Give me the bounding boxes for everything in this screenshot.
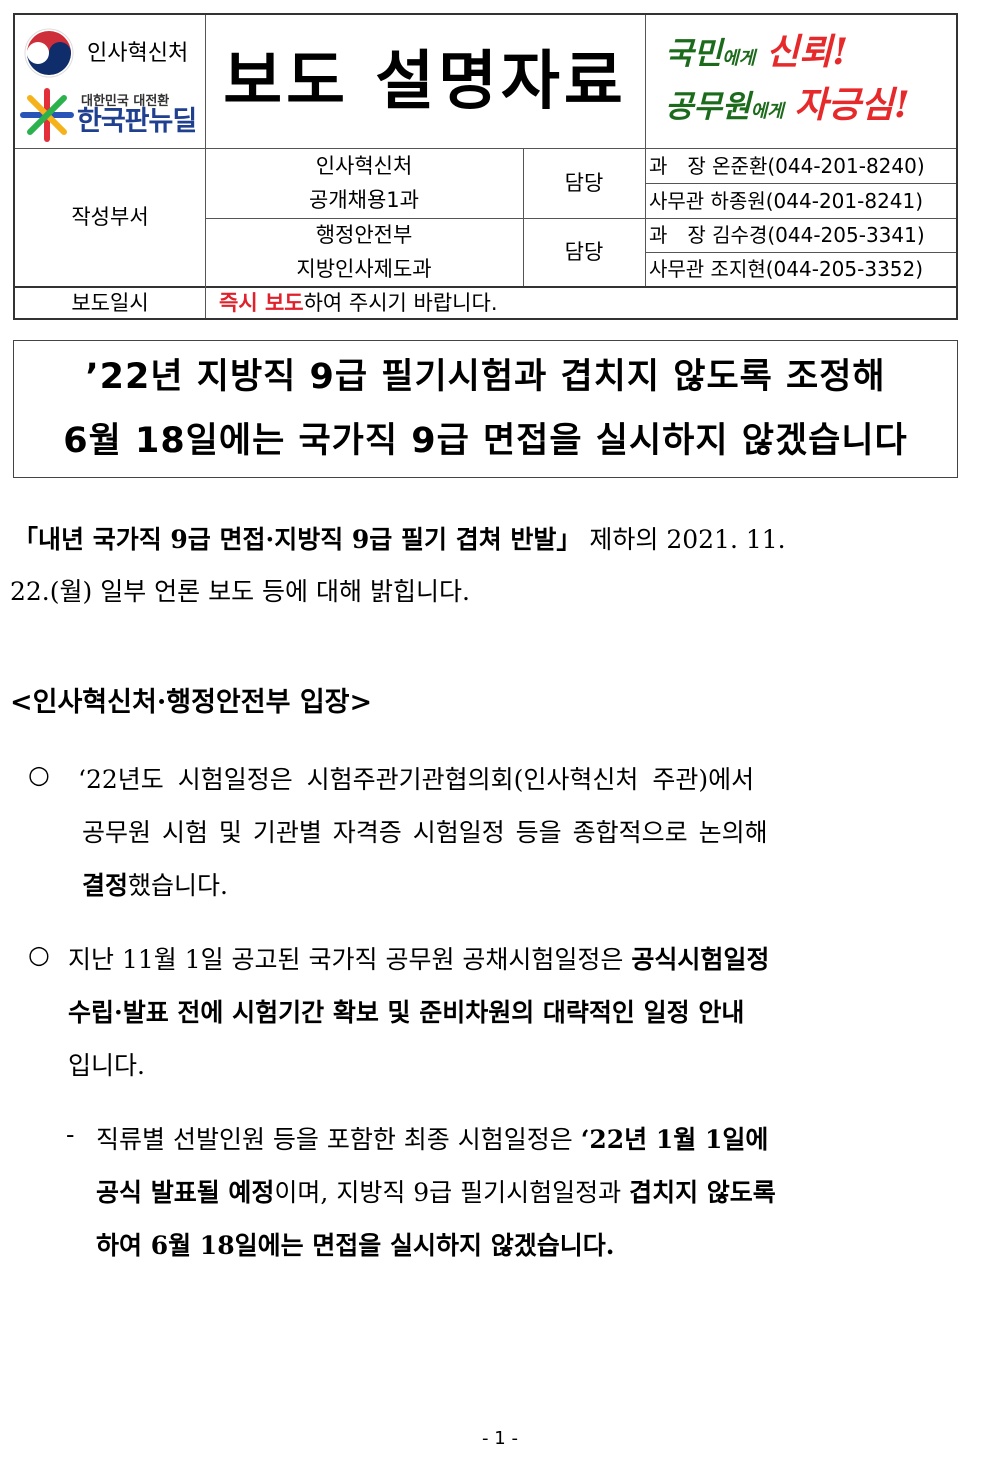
intro-line-1: 「내년 국가직 9급 면접·지방직 9급 필기 겹쳐 반발」 제하의 2021.… <box>13 525 786 554</box>
headline-line-2: 6월 18일에는 국가직 9급 면접을 실시하지 않겠습니다 <box>63 421 908 461</box>
slogan-line-2: 공무원에게 자긍심! <box>665 83 910 126</box>
dept-label: 작성부서 <box>71 205 149 229</box>
slogan: 국민에게 신뢰! 공무원에게 자긍심! <box>645 15 956 148</box>
headline-box: ’22년 지방직 9급 필기시험과 겹치지 않도록 조정해 6월 18일에는 국… <box>13 340 958 478</box>
divider <box>15 148 956 149</box>
dept1-contact-1: 과 장 온준환(044-201-8240) <box>649 153 925 178</box>
header-table: 인사혁신처 대한민국 대전환 한국판뉴딜 보도 설명자료 국민에게 신뢰! 공무… <box>13 13 958 320</box>
divider <box>205 218 956 219</box>
bullet-2-line-2: 수립·발표 전에 시험기간 확보 및 준비차원의 대략적인 일정 안내 <box>68 998 745 1027</box>
divider <box>645 252 956 253</box>
bullet-1-line-3: 결정했습니다. <box>82 871 228 900</box>
dept2-contact-1: 과 장 김수경(044-205-3341) <box>649 223 925 247</box>
new-deal-subtitle: 대한민국 대전환 <box>81 94 170 109</box>
date-urgent: 즉시 보도 <box>219 291 304 315</box>
bullet-2-mark: ○ <box>28 940 50 969</box>
bullet-1-line-1: ‘22년도 시험일정은 시험주관기관협의회(인사혁신처 주관)에서 <box>78 765 755 794</box>
dept1-name-cell: 인사혁신처 공개채용1과 <box>205 148 523 218</box>
taegeuk-logo-icon <box>24 28 74 78</box>
bullet-2-line-1: 지난 11월 1일 공고된 국가직 공무원 공채시험일정은 공식시험일정 <box>68 945 770 974</box>
doc-type-title: 보도 설명자료 <box>223 44 627 119</box>
new-deal-star-icon <box>20 88 74 142</box>
dash-1-line-2: 공식 발표될 예정이며, 지방직 9급 필기시험일정과 겹치지 않도록 <box>96 1178 776 1207</box>
dash-1-line-3: 하여 6월 18일에는 면접을 실시하지 않겠습니다. <box>96 1231 615 1260</box>
bullet-1-mark: ○ <box>28 760 50 789</box>
dash-1-mark: - <box>66 1120 75 1149</box>
slogan-line-1: 국민에게 신뢰! <box>665 30 849 73</box>
dept1-unit: 공개채용1과 <box>309 188 419 212</box>
divider <box>645 15 646 286</box>
dept2-name: 행정안전부 <box>315 223 413 247</box>
date-label: 보도일시 <box>71 291 149 315</box>
divider <box>15 286 956 288</box>
new-deal-title: 한국판뉴딜 <box>77 106 197 137</box>
intro-line-2: 22.(월) 일부 언론 보도 등에 대해 밝힙니다. <box>10 577 470 606</box>
headline-line-1: ’22년 지방직 9급 필기시험과 겹치지 않도록 조정해 <box>85 357 886 397</box>
date-rest: 하여 주시기 바랍니다. <box>303 291 498 315</box>
dept2-unit: 지방인사제도과 <box>296 257 432 281</box>
dept2-name-cell: 행정안전부 지방인사제도과 <box>205 218 523 286</box>
dept2-contact-2: 사무관 조지현(044-205-3352) <box>649 257 924 281</box>
logo-cell: 인사혁신처 대한민국 대전환 한국판뉴딜 <box>15 15 205 148</box>
section-heading: <인사혁신처·행정안전부 입장> <box>10 687 373 718</box>
page-number: - 1 - <box>482 1428 518 1449</box>
divider <box>645 183 956 184</box>
dept1-contact-2: 사무관 하종원(044-201-8241) <box>649 188 924 213</box>
dash-1-line-1: 직류별 선발인원 등을 포함한 최종 시험일정은 ‘22년 1월 1일에 <box>96 1125 769 1154</box>
bullet-1-line-2: 공무원 시험 및 기관별 자격증 시험일정 등을 종합적으로 논의해 <box>82 818 768 847</box>
org-name: 인사혁신처 <box>87 41 189 66</box>
bullet-2-line-3: 입니다. <box>68 1051 145 1080</box>
dept2-role: 담당 <box>564 240 604 264</box>
dept1-name: 인사혁신처 <box>315 154 413 178</box>
dept1-role: 담당 <box>564 171 604 195</box>
divider <box>205 15 206 318</box>
divider <box>523 148 524 286</box>
